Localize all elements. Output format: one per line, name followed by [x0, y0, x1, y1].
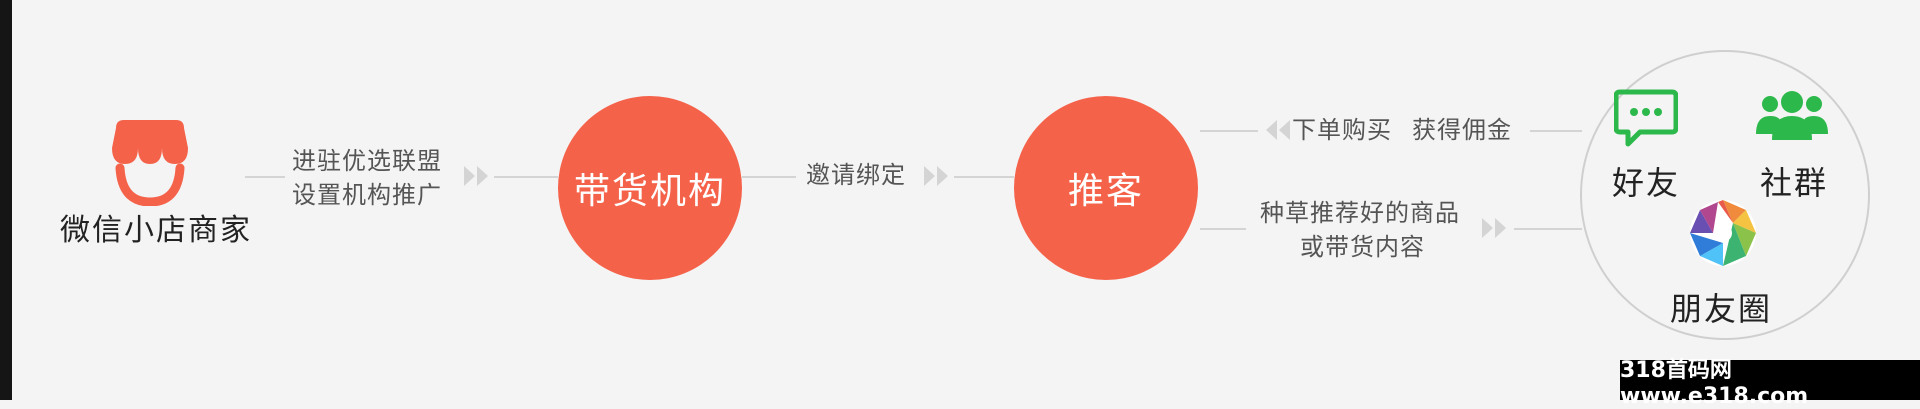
bottom-flow-line2: 或带货内容 [1300, 233, 1425, 261]
groups-label: 社群 [1760, 164, 1829, 202]
connector-line [742, 176, 796, 178]
double-arrow-right-icon [1480, 216, 1510, 240]
connector-line [1200, 130, 1258, 132]
connector-line [494, 176, 558, 178]
merchant-label: 微信小店商家 [60, 213, 252, 248]
moments-icon [1688, 198, 1758, 268]
step2-label: 邀请绑定 [806, 161, 906, 189]
bottom-flow-line1: 种草推荐好的商品 [1260, 199, 1460, 227]
top-flow-right: 获得佣金 [1412, 116, 1512, 144]
double-arrow-right-icon [922, 164, 952, 188]
agency-node: 带货机构 [558, 96, 742, 280]
promoter-node-label: 推客 [1067, 171, 1144, 212]
watermark: 318首码网 www.e318.com [1620, 358, 1920, 409]
shop-icon [110, 118, 190, 207]
top-flow-left: 下单购买 [1292, 116, 1392, 144]
connector-line [1514, 228, 1582, 230]
step1-line2: 设置机构推广 [292, 181, 442, 209]
agency-node-label: 带货机构 [573, 171, 726, 212]
connector-line [1530, 130, 1582, 132]
friends-label: 好友 [1612, 164, 1681, 202]
step1-line1: 进驻优选联盟 [292, 147, 442, 175]
channels-circle [1580, 50, 1870, 340]
chat-icon [1613, 88, 1679, 148]
moments-label: 朋友圈 [1670, 290, 1773, 328]
left-edge-bar [0, 0, 12, 400]
connector-line [1200, 228, 1246, 230]
double-arrow-right-icon [462, 164, 492, 188]
double-arrow-left-icon [1262, 118, 1292, 142]
group-icon [1756, 88, 1828, 144]
connector-line [245, 176, 285, 178]
connector-line [954, 176, 1014, 178]
promoter-node: 推客 [1014, 96, 1198, 280]
